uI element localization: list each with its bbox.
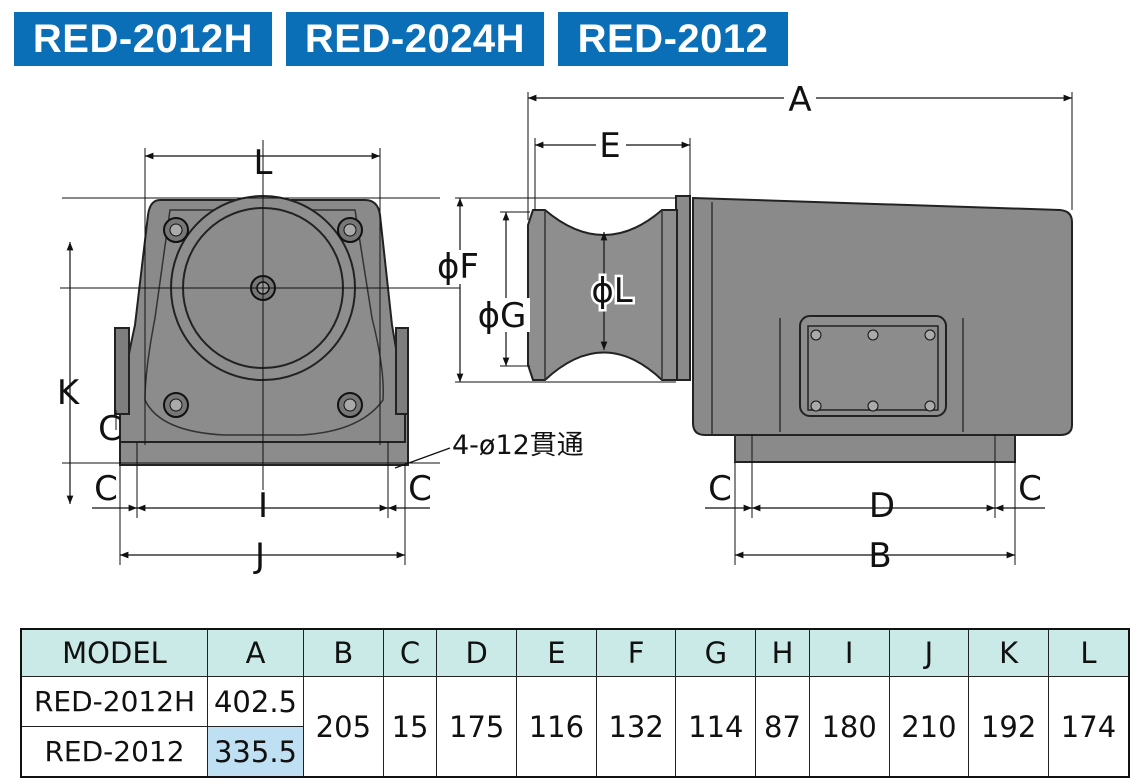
table-row: RED-2012H 402.5 205 15 175 116 132 114 8… bbox=[20, 676, 1130, 778]
dim-label-phi-f: ϕF bbox=[437, 247, 479, 287]
header-k: K bbox=[968, 628, 1049, 677]
dim-label-b: B bbox=[868, 536, 891, 576]
bolt-icon bbox=[163, 217, 363, 418]
dim-label-i: I bbox=[258, 486, 268, 526]
value-f-cell: 132 bbox=[595, 676, 677, 778]
header-f: F bbox=[595, 628, 677, 677]
dim-label-c-side-right: C bbox=[1018, 469, 1042, 509]
dim-label-d: D bbox=[869, 486, 895, 526]
dim-label-j: J bbox=[253, 536, 265, 576]
value-c-cell: 15 bbox=[382, 676, 438, 778]
dim-label-phi-g: ϕG bbox=[478, 296, 527, 336]
value-a-cell: 402.5 bbox=[207, 676, 304, 727]
dim-label-c-right: C bbox=[408, 469, 432, 509]
model-badge-red-2012: RED-2012 bbox=[558, 12, 788, 66]
dim-label-c-vertical: C bbox=[98, 409, 122, 449]
value-g-cell: 114 bbox=[675, 676, 757, 778]
model-cell: RED-2012H bbox=[20, 676, 208, 727]
table-row: RED-2012 335.5 bbox=[20, 726, 1129, 778]
dim-label-l: L bbox=[254, 143, 273, 183]
value-h-cell: 87 bbox=[755, 676, 810, 778]
dim-label-e: E bbox=[599, 126, 620, 166]
header-a: A bbox=[207, 628, 304, 677]
dim-label-c-side-left: C bbox=[708, 469, 732, 509]
value-l-cell: 174 bbox=[1047, 676, 1130, 778]
value-j-cell: 210 bbox=[888, 676, 970, 778]
header-h: H bbox=[755, 628, 810, 677]
model-cell: RED-2012 bbox=[20, 726, 208, 778]
header-d: D bbox=[436, 628, 518, 677]
header-e: E bbox=[516, 628, 597, 677]
dim-label-a: A bbox=[788, 80, 811, 120]
side-view: A E ϕF ϕG ϕL C C D B bbox=[432, 80, 1073, 576]
dim-label-k: K bbox=[57, 373, 81, 413]
header-g: G bbox=[675, 628, 757, 677]
value-i-cell: 180 bbox=[808, 676, 890, 778]
dim-label-c-left: C bbox=[94, 469, 118, 509]
dim-label-phi-l: ϕL bbox=[591, 271, 632, 311]
header-j: J bbox=[888, 628, 970, 677]
header-l: L bbox=[1047, 628, 1130, 677]
header-c: C bbox=[382, 628, 438, 677]
value-a-cell-highlight: 335.5 bbox=[207, 726, 304, 778]
spec-table: MODEL A B C D E F G H I J K L RED-2012H … bbox=[20, 628, 1130, 778]
model-badge-red-2024h: RED-2024H bbox=[286, 12, 544, 66]
front-view: L K C C C I J 4-ø12貫通 bbox=[57, 140, 584, 576]
dimension-drawing: L K C C C I J 4-ø12貫通 bbox=[57, 80, 1073, 576]
value-k-cell: 192 bbox=[968, 676, 1049, 778]
header-i: I bbox=[808, 628, 890, 677]
header-model: MODEL bbox=[20, 628, 208, 677]
header-b: B bbox=[303, 628, 384, 677]
value-b-cell: 205 bbox=[303, 676, 384, 778]
value-e-cell: 116 bbox=[516, 676, 597, 778]
table-header-row: MODEL A B C D E F G H I J K L bbox=[20, 628, 1130, 677]
value-d-cell: 175 bbox=[436, 676, 518, 778]
hole-note: 4-ø12貫通 bbox=[452, 430, 584, 461]
model-badge-red-2012h: RED-2012H bbox=[14, 12, 272, 66]
